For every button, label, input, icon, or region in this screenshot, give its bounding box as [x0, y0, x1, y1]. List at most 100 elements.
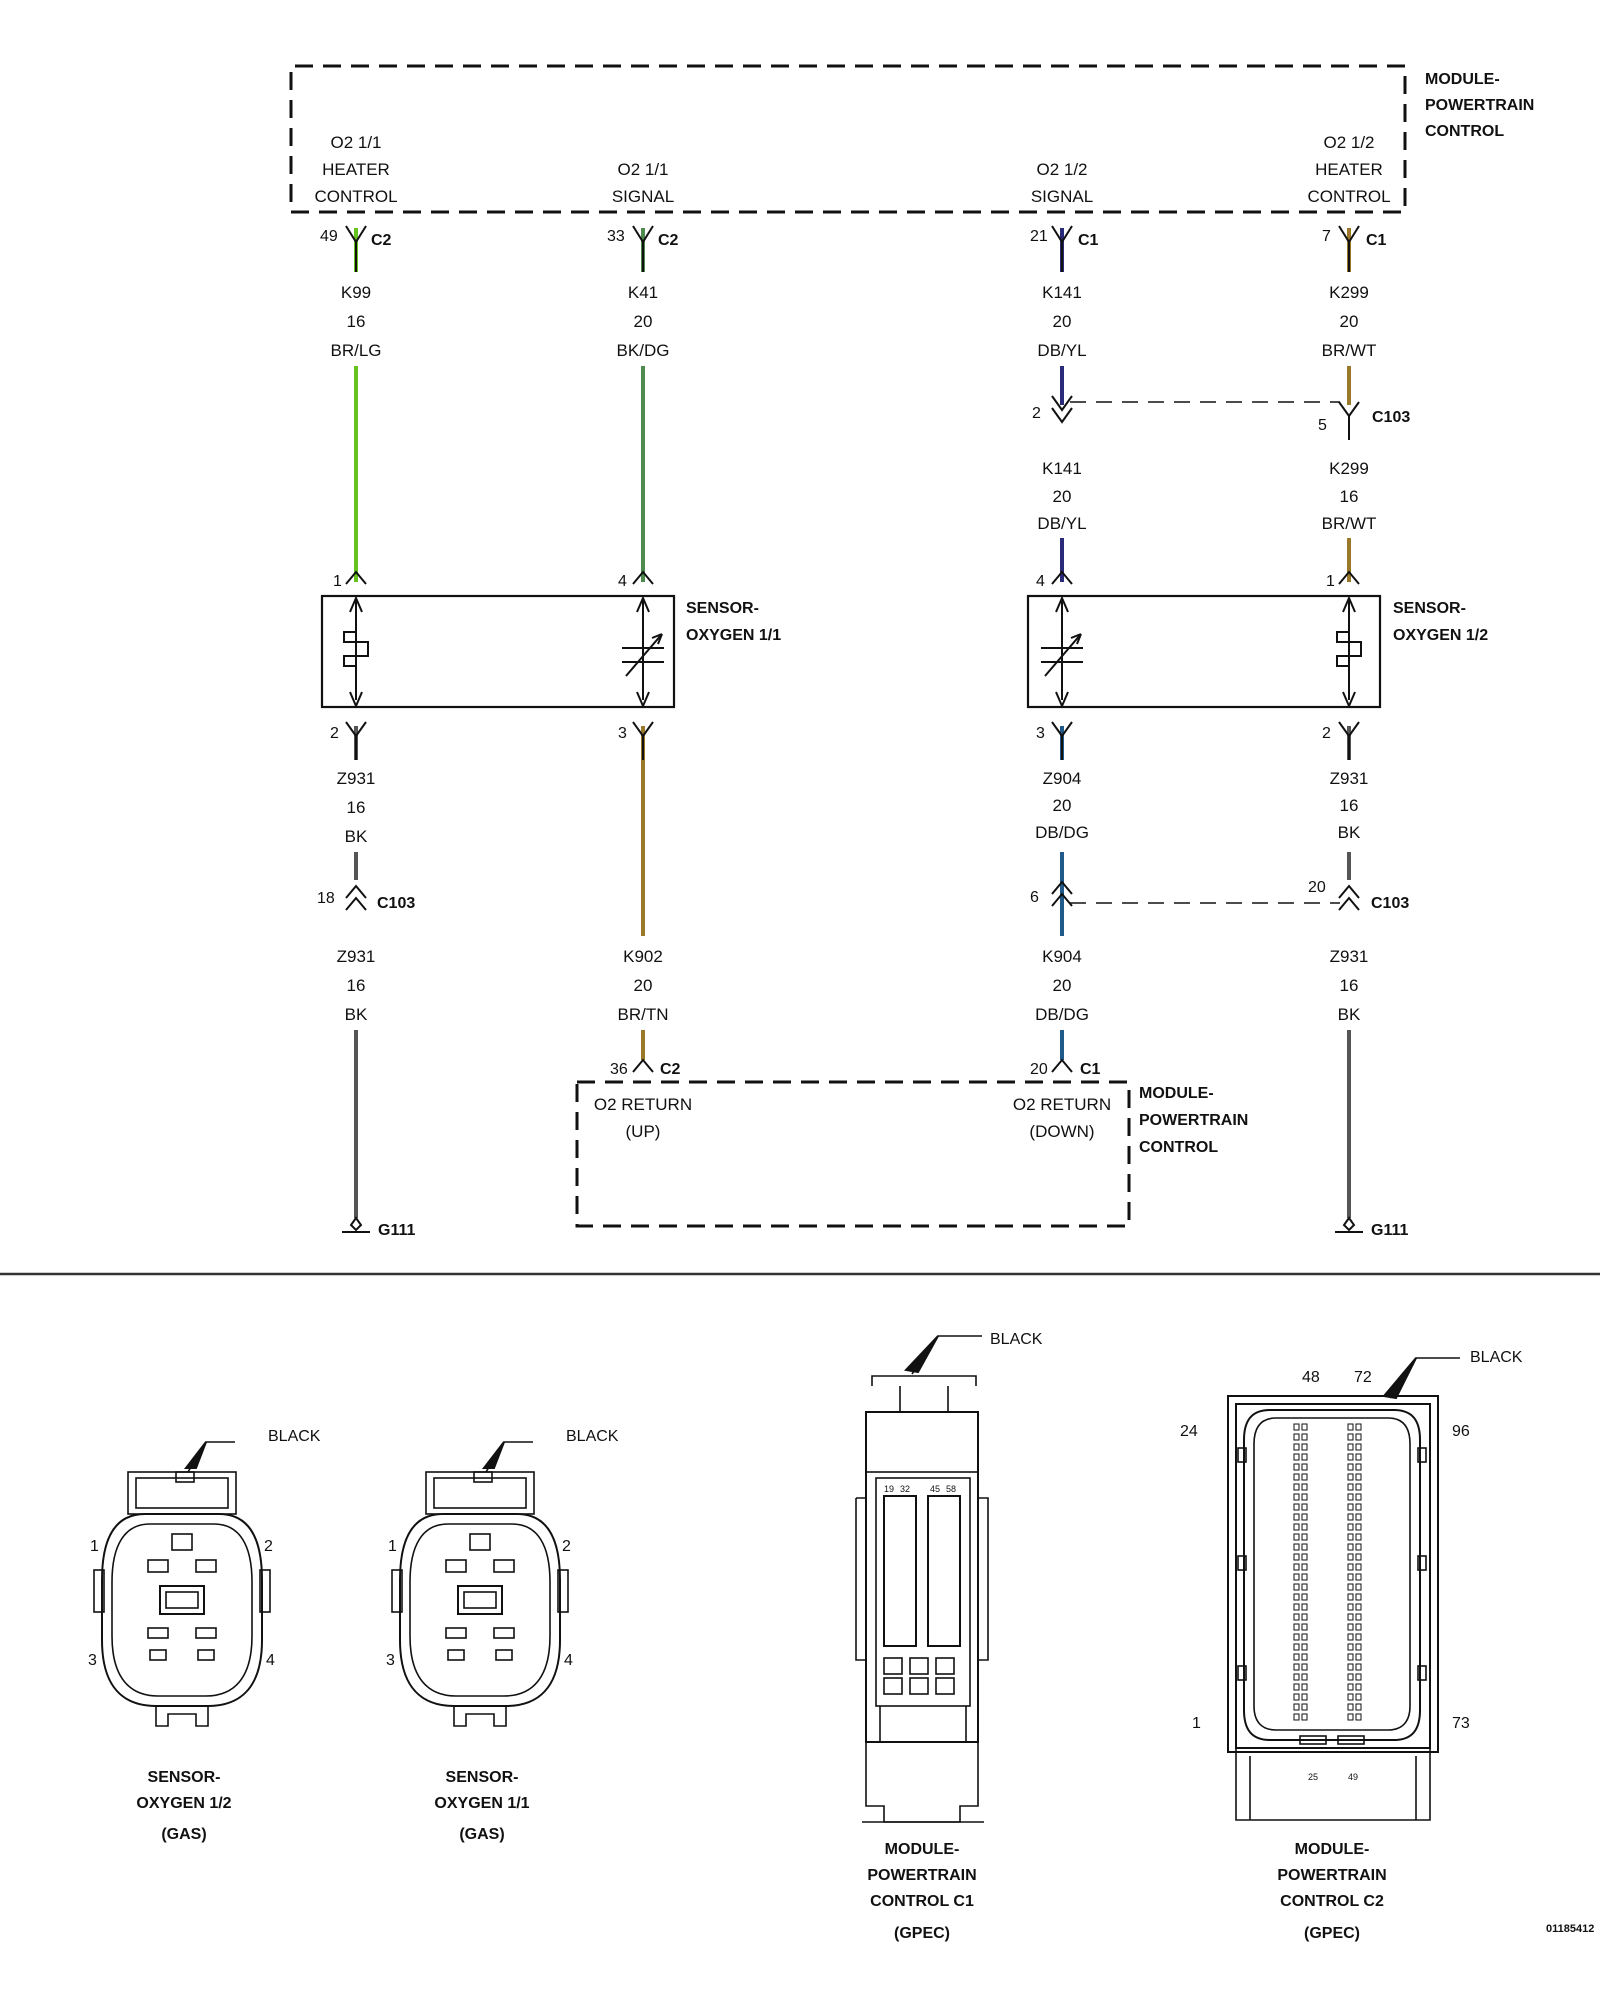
cv3-cavity-45: 45 [930, 1484, 940, 1494]
cavity-11 [1293, 1533, 1300, 1541]
c3-sensor-top-pin: 4 [1036, 573, 1045, 590]
cavity-70 [1347, 1523, 1354, 1531]
pcm-top-title-1: MODULE- [1425, 71, 1500, 88]
c1-wire-b-id: Z931 [337, 769, 376, 788]
cavity-73 [1347, 1553, 1354, 1561]
c103-lower-symbol-4 [1338, 884, 1360, 911]
cv4-pin-73: 73 [1452, 1715, 1470, 1732]
cv4-pin-49: 49 [1348, 1772, 1358, 1782]
c1-ground-label: G111 [378, 1222, 415, 1239]
cavity-31 [1301, 1433, 1308, 1441]
sensor-oxygen-12: SENSOR- OXYGEN 1/2 [1026, 594, 1488, 709]
pcm-top-title-2: POWERTRAIN [1425, 97, 1534, 114]
sensor-11-title-2: OXYGEN 1/1 [686, 627, 781, 644]
cavity-94 [1355, 1463, 1362, 1471]
cavity-44 [1301, 1563, 1308, 1571]
cavity-39 [1301, 1513, 1308, 1521]
c103-upper-symbol-4 [1338, 401, 1360, 440]
wires [354, 228, 1351, 1218]
sensor-12-title-1: SENSOR- [1393, 600, 1466, 617]
cavity-83 [1347, 1653, 1354, 1661]
cavity-103 [1355, 1553, 1362, 1561]
pcm-bottom-title-2: POWERTRAIN [1139, 1112, 1248, 1129]
c4-c103-label: C103 [1371, 895, 1409, 912]
cavity-24 [1293, 1663, 1300, 1671]
c3-top-conn: C1 [1078, 232, 1099, 249]
cv1-title-1: SENSOR- [148, 1769, 221, 1786]
c1-wire-c-gauge: 16 [347, 976, 366, 995]
cv2-pin-1: 1 [388, 1538, 397, 1555]
connector-symbols [345, 225, 1360, 1073]
cavity-89 [1347, 1713, 1354, 1721]
cv4-title-4: (GPEC) [1304, 1925, 1360, 1942]
c3-wire-b-id: Z904 [1043, 769, 1082, 788]
cavity-108 [1355, 1603, 1362, 1611]
cv3-cavity-58: 58 [946, 1484, 956, 1494]
c3-return-pin: 20 [1030, 1061, 1048, 1078]
sensor-12-title-2: OXYGEN 1/2 [1393, 627, 1488, 644]
cavity-50 [1301, 1623, 1308, 1631]
cavity-30 [1301, 1423, 1308, 1431]
cv4-pin-24: 24 [1180, 1423, 1198, 1440]
cavity-86 [1347, 1683, 1354, 1691]
c4-c103-top-pin: 5 [1318, 417, 1327, 434]
cavity-3 [1293, 1453, 1300, 1461]
connector-view-pcm-c2: BLACK 48 72 24 96 1 73 25 49 MODULE- POW… [1180, 1349, 1523, 1942]
cavity-38 [1301, 1503, 1308, 1511]
c2-return-pin: 36 [610, 1061, 628, 1078]
cavity-62 [1347, 1443, 1354, 1451]
cavity-56 [1301, 1683, 1308, 1691]
cavity-61 [1347, 1433, 1354, 1441]
cavity-77 [1347, 1593, 1354, 1601]
c4-wire-a-color: BR/WT [1322, 341, 1377, 360]
cavity-55 [1301, 1673, 1308, 1681]
c2-wire-a-id: K41 [628, 283, 658, 302]
cv2-pin-2: 2 [562, 1538, 571, 1555]
ground-icon-4 [1335, 1216, 1363, 1233]
cavity-34 [1301, 1463, 1308, 1471]
pcm-bottom-title-3: CONTROL [1139, 1139, 1218, 1156]
cavity-117 [1355, 1693, 1362, 1701]
return-pin-symbol-2 [632, 1058, 654, 1073]
c2-top-conn: C2 [658, 232, 679, 249]
cavity-75 [1347, 1573, 1354, 1581]
cavity-72 [1347, 1543, 1354, 1551]
c2-sensor-bottom-pin: 3 [618, 725, 627, 742]
cavity-16 [1293, 1583, 1300, 1591]
cavity-63 [1347, 1453, 1354, 1461]
cavity-26 [1293, 1683, 1300, 1691]
cavity-116 [1355, 1683, 1362, 1691]
cavity-12 [1293, 1543, 1300, 1551]
ground-symbols [342, 1216, 1363, 1233]
cavity-7 [1293, 1493, 1300, 1501]
connector-view-pcm-c1: BLACK 19 32 45 58 MODULE- POWERTRAIN CON… [855, 1331, 1043, 1942]
c4-top-pin: 7 [1322, 228, 1331, 245]
c2-return-conn: C2 [660, 1061, 681, 1078]
c2-wire-c-color: BR/TN [618, 1005, 669, 1024]
cavity-9 [1293, 1513, 1300, 1521]
cavity-40 [1301, 1523, 1308, 1531]
cavity-33 [1301, 1453, 1308, 1461]
pcm-pin4-line1: O2 1/2 [1323, 133, 1374, 152]
c4-wire-a2-color: BR/WT [1322, 514, 1377, 533]
sensor-pin-bottom-1 [345, 721, 367, 760]
cv3-title-2: POWERTRAIN [867, 1867, 976, 1884]
cavity-35 [1301, 1473, 1308, 1481]
pcm-down-line2: (DOWN) [1029, 1122, 1094, 1141]
cavity-107 [1355, 1593, 1362, 1601]
cavity-6 [1293, 1483, 1300, 1491]
cavity-74 [1347, 1563, 1354, 1571]
cv1-pin-2: 2 [264, 1538, 273, 1555]
c3-sensor-bottom-pin: 3 [1036, 725, 1045, 742]
pcm-bottom-title-1: MODULE- [1139, 1085, 1214, 1102]
c1-c103-label: C103 [377, 895, 415, 912]
c1-wire-b-gauge: 16 [347, 798, 366, 817]
sensor-pin-bottom-2 [632, 721, 654, 760]
cavity-79 [1347, 1613, 1354, 1621]
cv2-title-3: (GAS) [459, 1826, 504, 1843]
cavity-59 [1301, 1713, 1308, 1721]
cv4-pin-96: 96 [1452, 1423, 1470, 1440]
cavity-23 [1293, 1653, 1300, 1661]
cavity-80 [1347, 1623, 1354, 1631]
cavity-93 [1355, 1453, 1362, 1461]
